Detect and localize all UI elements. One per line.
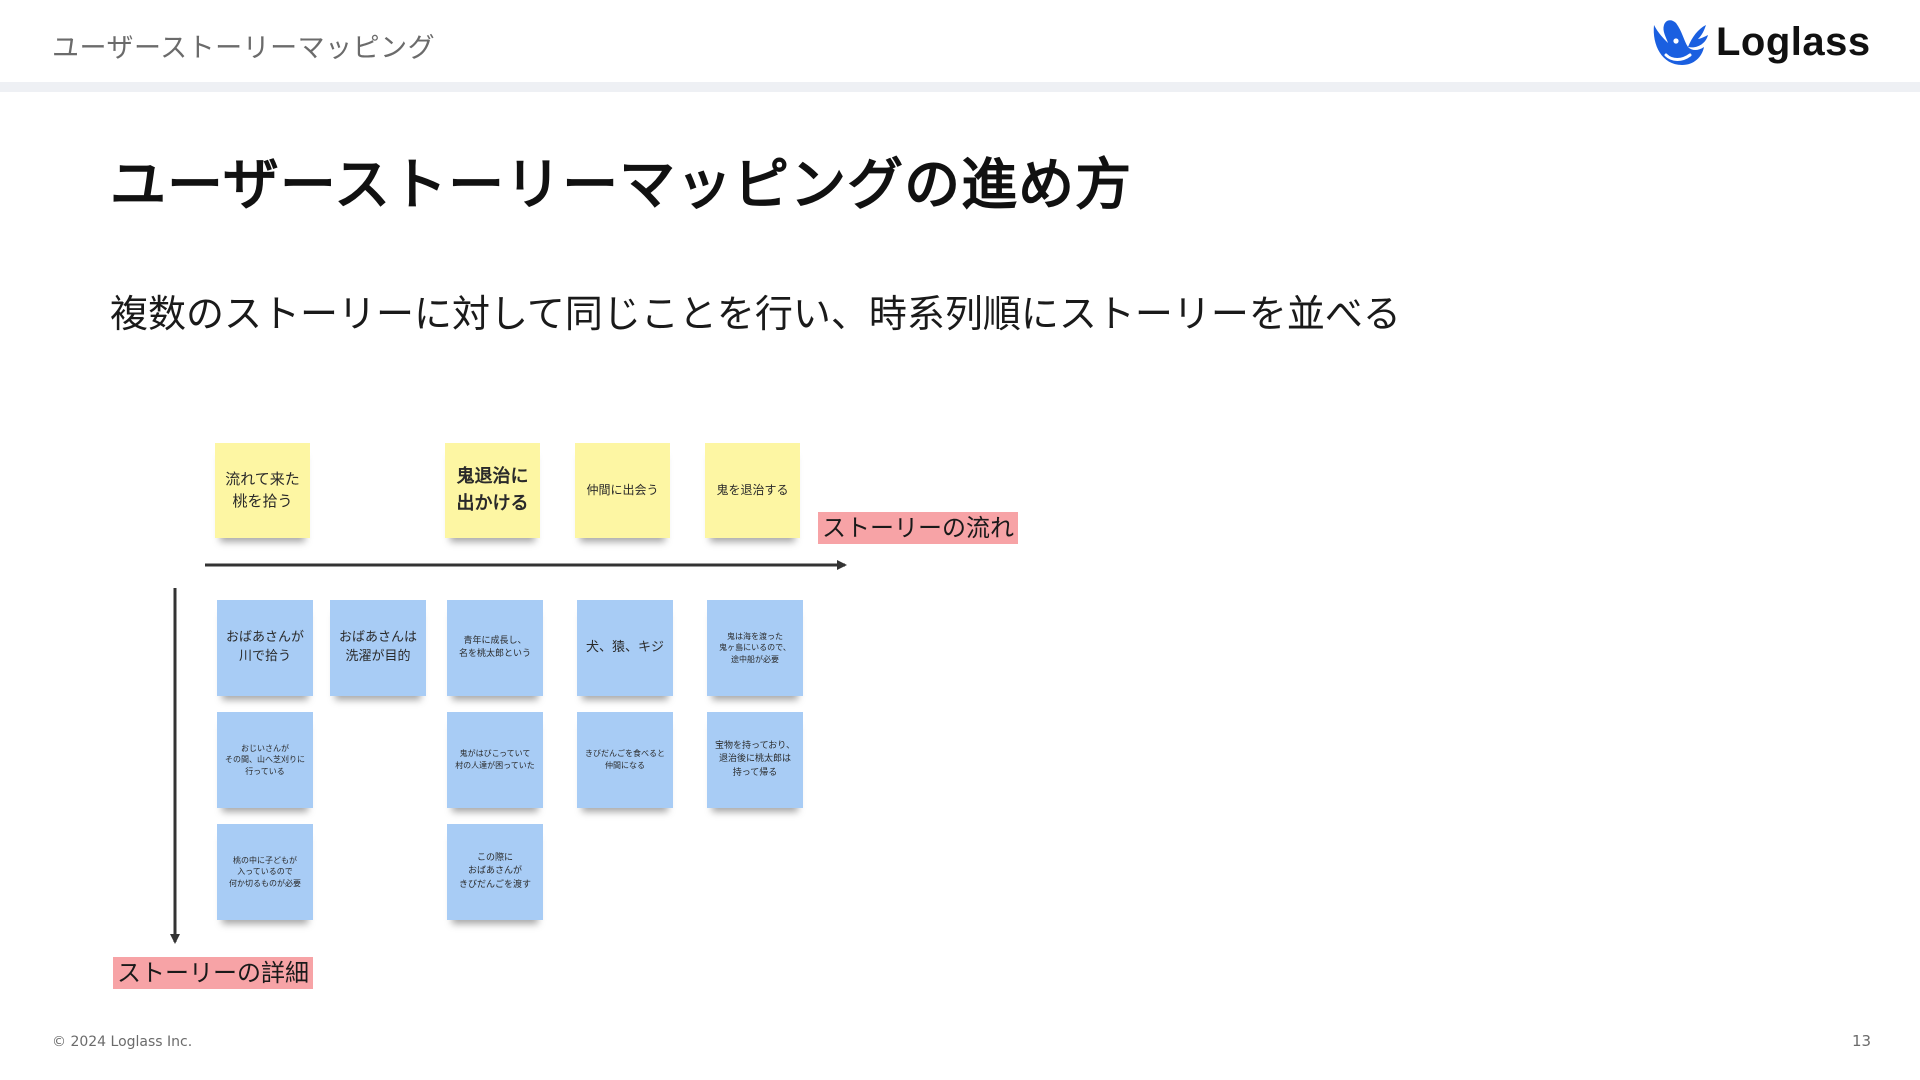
logo-text: Loglass [1716,19,1871,64]
detail-note-grandpa-mountain: おじいさんが その間、山へ芝刈りに 行っている [217,712,313,808]
story-note-pick-peach: 流れて来た 桃を拾う [215,443,310,538]
detail-note-grandma-river: おばあさんが 川で拾う [217,600,313,696]
header-divider [0,82,1920,92]
detail-note-need-cutter: 桃の中に子どもが 入っているので 何か切るものが必要 [217,824,313,920]
detail-note-kibidango-given: この際に おばあさんが きびだんごを渡す [447,824,543,920]
slide-subtitle: 複数のストーリーに対して同じことを行い、時系列順にストーリーを並べる [110,292,1401,336]
whale-logo-icon [1653,20,1708,65]
detail-note-dog-monkey-pheasant: 犬、猿、キジ [577,600,673,696]
section-title: ユーザーストーリーマッピング [52,33,436,64]
page-number: 13 [1852,1032,1872,1050]
detail-note-bring-treasure: 宝物を持っており、 退治後に桃太郎は 持って帰る [707,712,803,808]
detail-note-grandma-laundry: おばあさんは 洗濯が目的 [330,600,426,696]
story-flow-label: ストーリーの流れ [818,512,1018,544]
story-note-go-demon-hunt: 鬼退治に 出かける [445,443,540,538]
detail-note-momotaro-grows: 青年に成長し、 名を桃太郎という [447,600,543,696]
copyright: © 2024 Loglass Inc. [52,1034,193,1050]
story-note-defeat-demon: 鬼を退治する [705,443,800,538]
story-note-meet-companions: 仲間に出会う [575,443,670,538]
logo: Loglass [1648,14,1871,70]
detail-note-eat-kibidango: きびだんごを食べると 仲間になる [577,712,673,808]
detail-note-need-boat: 鬼は海を渡った 鬼ヶ島にいるので、 途中船が必要 [707,600,803,696]
slide-title: ユーザーストーリーマッピングの進め方 [110,153,1133,218]
detail-note-villagers-troubled: 鬼がはびこっていて 村の人達が困っていた [447,712,543,808]
story-detail-label: ストーリーの詳細 [113,957,313,989]
